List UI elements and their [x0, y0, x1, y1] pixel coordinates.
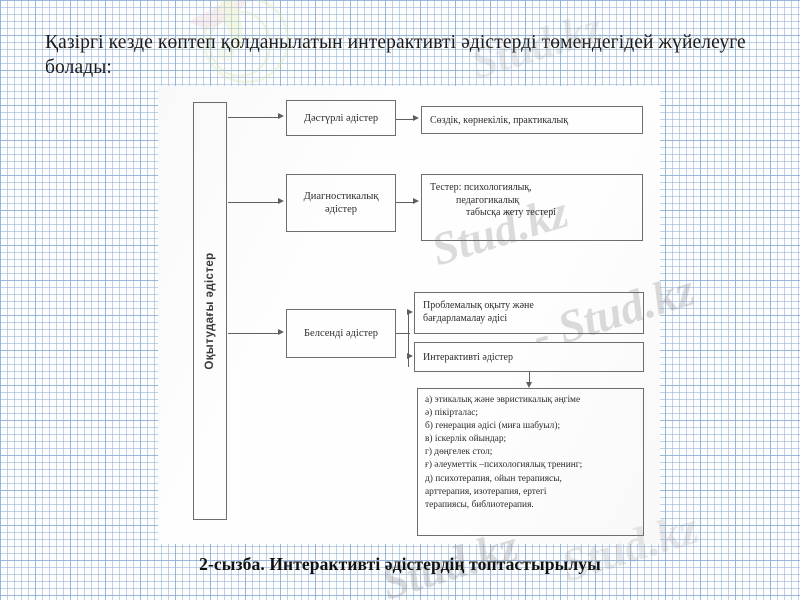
node-tests-line-3: табысқа жету тестері — [466, 207, 557, 219]
arrowhead-traditional — [278, 113, 284, 120]
figure-caption: 2-сызба. Интерактивті әдістердің топтаст… — [199, 554, 601, 574]
node-tests-line-2: педагогикалық — [456, 194, 520, 206]
arrowhead-problem — [407, 309, 413, 316]
list-item: б) генерация әдісі (миға шабуыл); — [425, 421, 561, 432]
node-diagnostic-line-1: Диагностикалық — [303, 191, 379, 202]
list-item: ғ) әлеуметтік –психологиялық тренинг; — [425, 460, 583, 471]
list-item: г) дөңгелек стол; — [425, 447, 493, 458]
list-item: терапиясы, библиотерапия. — [425, 499, 534, 510]
page-title: Қазіргі кезде көптеп қолданылатын интера… — [45, 32, 746, 78]
node-problem-learning[interactable]: Проблемалық оқыту және бағдарламалау әді… — [414, 292, 644, 334]
connector-master-to-active — [228, 333, 278, 335]
arrowhead-interactive — [407, 353, 413, 360]
scanned-diagram-area: Stud.kz - Stud.kz Stud.kz Оқытудағы әдіс… — [158, 86, 700, 609]
arrowhead-diagnostic — [278, 198, 284, 205]
node-diagnostic-line-2: әдістер — [324, 204, 358, 215]
arrowhead-active — [278, 329, 284, 336]
connector-active-to-problem-v — [408, 313, 410, 367]
list-item: ә) пікірталас; — [425, 408, 479, 419]
node-traditional-details[interactable]: Сөздік, көрнекілік, практикалық — [421, 106, 643, 134]
node-tests-label: Тестер: психологиялық, педагогикалық таб… — [422, 175, 642, 220]
node-problem-line-1: Проблемалық оқыту және — [423, 300, 534, 311]
node-traditional-methods[interactable]: Дәстүрлі әдістер — [286, 100, 396, 136]
node-teaching-methods[interactable]: Оқытудағы әдістер — [193, 102, 227, 520]
arrowhead-tests — [413, 198, 419, 205]
node-interactive-methods-label: Интерактивті әдістер — [423, 351, 513, 363]
arrowhead-traditional-detail — [413, 115, 419, 122]
connector-active-to-problem-h1 — [396, 333, 410, 335]
node-teaching-methods-label: Оқытудағы әдістер — [204, 252, 216, 370]
node-interactive-methods[interactable]: Интерактивті әдістер — [414, 342, 644, 372]
interactive-methods-list: а) этикалық және эвристикалық әңгіме ә) … — [418, 389, 643, 512]
list-item: арттерапия, изотерапия, ертегі — [425, 486, 547, 497]
connector-master-to-diagnostic — [228, 202, 278, 204]
node-problem-line-2: бағдарламалау әдісі — [423, 313, 508, 324]
node-diagnostic-methods-label: Диагностикалық әдістер — [287, 175, 395, 231]
connector-traditional-to-detail — [396, 119, 413, 121]
connector-diagnostic-to-tests — [396, 202, 413, 204]
node-diagnostic-methods[interactable]: Диагностикалық әдістер — [286, 174, 396, 232]
node-interactive-methods-list[interactable]: а) этикалық және эвристикалық әңгіме ә) … — [417, 388, 644, 536]
list-item: в) іскерлік ойындар; — [425, 434, 507, 445]
connector-interactive-to-list — [529, 372, 531, 382]
node-traditional-details-label: Сөздік, көрнекілік, практикалық — [430, 114, 569, 126]
arrowhead-list — [526, 382, 532, 388]
node-tests-line-1: Тестер: психологиялық, — [430, 182, 532, 193]
list-item: а) этикалық және эвристикалық әңгіме — [425, 395, 581, 405]
list-item: д) психотерапия, ойын терапиясы, — [425, 473, 562, 484]
node-active-methods[interactable]: Белсенді әдістер — [286, 309, 396, 358]
node-problem-learning-label: Проблемалық оқыту және бағдарламалау әді… — [415, 293, 643, 325]
node-active-methods-label: Белсенді әдістер — [304, 328, 378, 339]
connector-master-to-traditional — [228, 117, 278, 119]
node-traditional-methods-label: Дәстүрлі әдістер — [303, 112, 379, 124]
node-tests[interactable]: Тестер: психологиялық, педагогикалық таб… — [421, 174, 643, 241]
